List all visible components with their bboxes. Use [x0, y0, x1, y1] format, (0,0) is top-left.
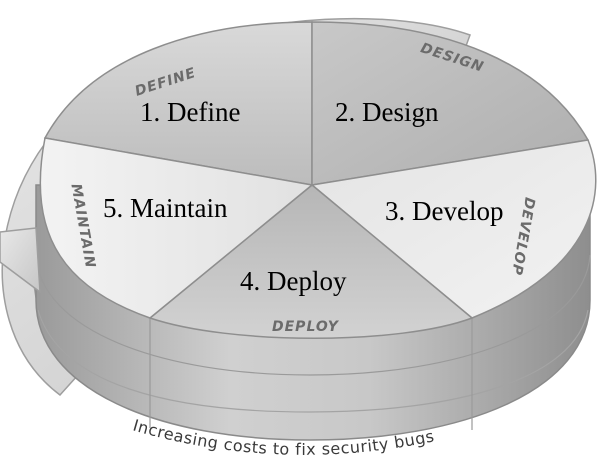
disc-side-band-bottom: [37, 309, 589, 413]
disc-top: [39, 21, 597, 339]
phase-label-develop: 3. Develop: [385, 196, 503, 226]
phase-label-design: 2. Design: [335, 97, 439, 127]
slice-define: [43, 21, 313, 186]
rim-label-deploy: DEPLOY: [272, 319, 340, 335]
slice-maintain: [39, 137, 314, 319]
cycle-arrow-head: [0, 227, 41, 294]
slice-design: [311, 21, 590, 186]
disc-side-band-top: [35, 254, 591, 376]
phase-label-deploy: 4. Deploy: [240, 266, 347, 296]
phase-label-define: 1. Define: [140, 97, 240, 127]
slice-develop: [310, 139, 597, 319]
phase-label-maintain: 5. Maintain: [103, 193, 228, 223]
slice-deploy: [148, 184, 474, 339]
